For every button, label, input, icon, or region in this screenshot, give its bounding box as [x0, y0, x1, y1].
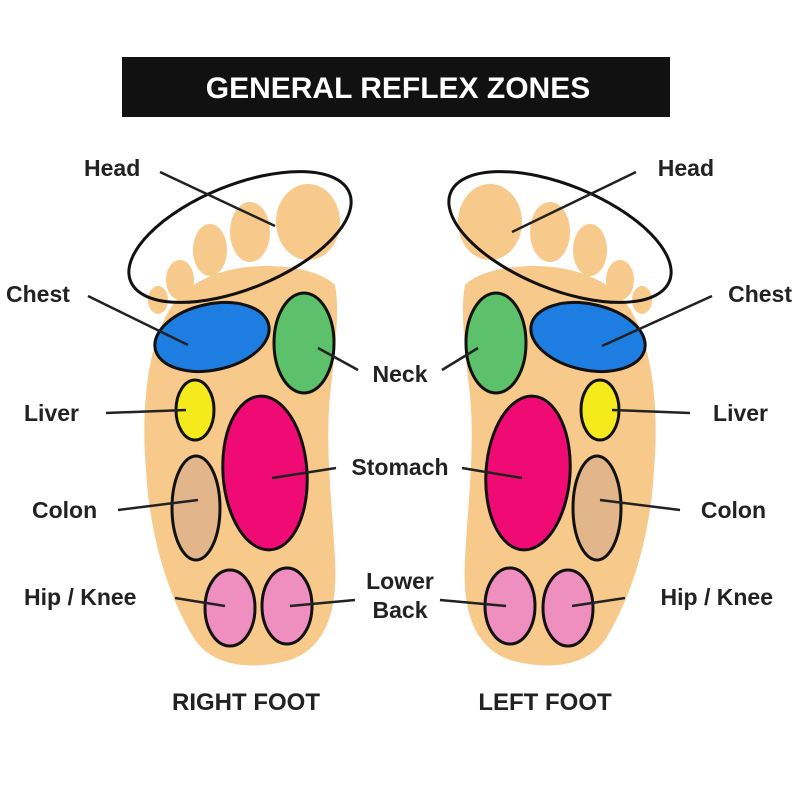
left-toe-3 [573, 224, 607, 276]
leader-stomach-left [461, 466, 523, 480]
zone-labels: Head Head Chest Chest Neck Liver Liver S… [6, 155, 792, 623]
right-foot-toes [148, 184, 340, 314]
label-liver-right: Liver [24, 400, 79, 426]
label-head-right: Head [84, 155, 140, 181]
right-chest-zone [153, 301, 271, 373]
leader-colon-right [117, 498, 199, 512]
left-stomach-zone [484, 394, 572, 552]
right-neck-zone [272, 291, 336, 395]
left-toe-2 [530, 202, 570, 262]
leader-liver-left [611, 408, 691, 415]
leader-colon-left [599, 498, 681, 512]
title-bar [122, 57, 670, 117]
leader-lines [87, 170, 713, 608]
label-stomach: Stomach [351, 454, 448, 480]
leader-stomach-right [271, 466, 337, 480]
label-liver-left: Liver [713, 400, 768, 426]
left-hip-knee-zone [541, 568, 595, 648]
leader-head-left [511, 170, 637, 234]
left-toe-4 [606, 260, 634, 300]
leader-chest-left [601, 294, 713, 348]
leader-chest-right [87, 294, 189, 347]
leader-head-right [159, 170, 276, 228]
label-chest-right: Chest [6, 281, 70, 307]
right-hip-knee-zone [203, 568, 257, 648]
right-foot [127, 170, 353, 666]
label-head-left: Head [658, 155, 714, 181]
leader-hip-knee-left [571, 596, 626, 608]
left-neck-zone [464, 291, 528, 395]
label-hip-knee-right: Hip / Knee [24, 584, 136, 610]
leader-liver-right [105, 408, 187, 415]
right-lower-back-zone [260, 566, 314, 646]
label-lower-back-line2: Back [373, 597, 428, 623]
label-hip-knee-left: Hip / Knee [661, 584, 773, 610]
title: GENERAL REFLEX ZONES [206, 72, 591, 105]
leader-hip-knee-right [174, 596, 226, 608]
right-toe-4 [166, 260, 194, 300]
left-foot [447, 170, 673, 666]
left-toe-big [458, 184, 522, 260]
right-toe-big [276, 184, 340, 260]
leader-neck-right [317, 346, 359, 372]
right-toe-3 [193, 224, 227, 276]
label-chest-left: Chest [728, 281, 792, 307]
leader-neck-left [441, 346, 479, 372]
label-colon-right: Colon [32, 497, 97, 523]
leader-lower-back-right [289, 598, 356, 608]
caption-right-foot: RIGHT FOOT [172, 689, 320, 716]
left-head-zone [447, 170, 673, 304]
caption-left-foot: LEFT FOOT [478, 689, 612, 716]
left-lower-back-zone [483, 566, 537, 646]
leader-lower-back-left [439, 598, 507, 608]
label-colon-left: Colon [701, 497, 766, 523]
label-neck: Neck [373, 361, 428, 387]
label-lower-back-line1: Lower [366, 568, 434, 594]
left-chest-zone [529, 301, 647, 373]
right-toe-2 [230, 202, 270, 262]
left-foot-toes [458, 184, 652, 314]
right-stomach-zone [221, 394, 309, 552]
right-colon-zone [170, 454, 222, 562]
right-head-zone [127, 170, 353, 304]
left-colon-zone [571, 454, 623, 562]
